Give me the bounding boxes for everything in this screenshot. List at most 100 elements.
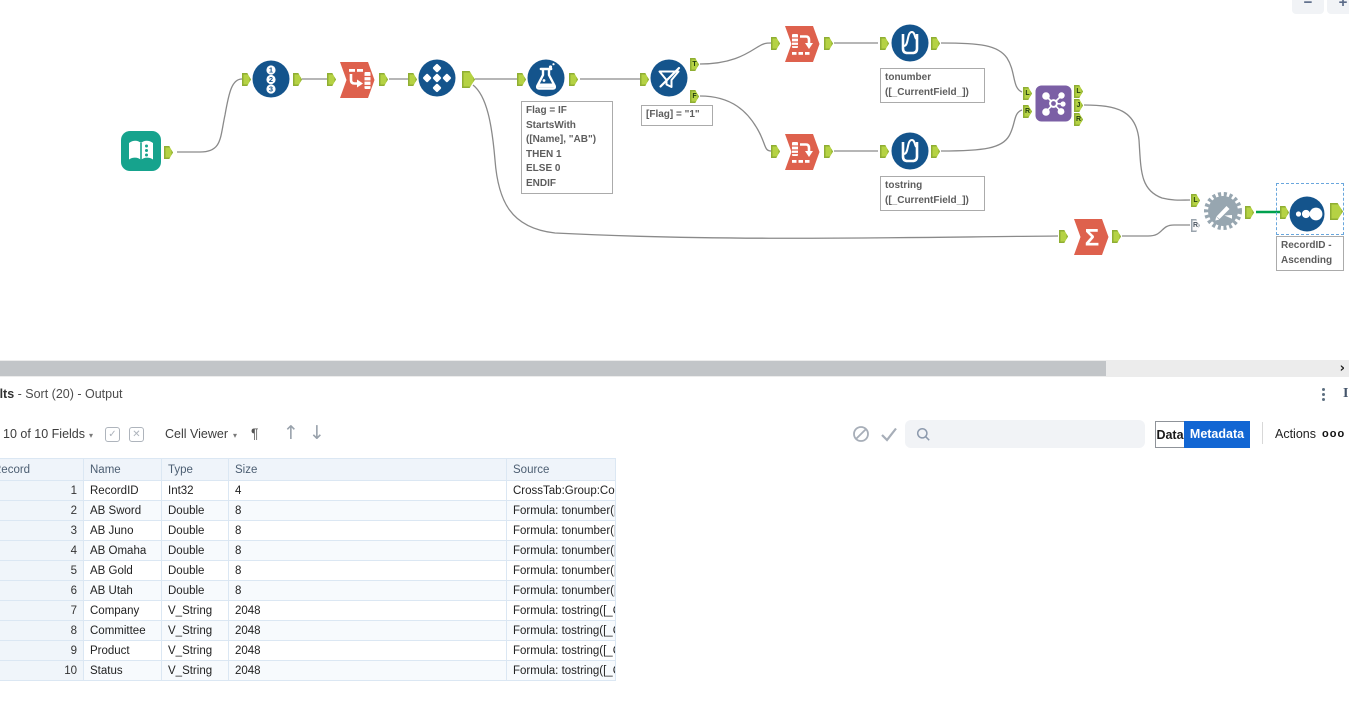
- column-header[interactable]: Name: [83, 458, 162, 481]
- connection-input-recordid[interactable]: [177, 78, 243, 153]
- table-row[interactable]: 9 Product V_String 2048 Formula: tostrin…: [0, 640, 616, 661]
- tool-sort[interactable]: [1289, 196, 1325, 232]
- pilcrow-toggle-icon[interactable]: ¶: [251, 425, 259, 441]
- tool-filter[interactable]: [650, 59, 688, 97]
- kebab-menu-icon[interactable]: [1322, 388, 1326, 402]
- record-id-input-anchor[interactable]: [242, 73, 251, 86]
- tool-multi-field-formula-top[interactable]: [891, 24, 929, 62]
- mff-bottom-annotation[interactable]: tostring ([_CurrentField_]): [880, 176, 985, 211]
- move-down-icon[interactable]: ↓: [309, 422, 325, 444]
- sort-annotation[interactable]: RecordID - Ascending: [1276, 236, 1344, 271]
- join-left-input-anchor[interactable]: L: [1023, 87, 1032, 100]
- table-row[interactable]: 10 Status V_String 2048 Formula: tostrin…: [0, 660, 616, 681]
- apply-check-icon[interactable]: [879, 425, 899, 443]
- clipped-panel-icon[interactable]: I: [1343, 386, 1349, 401]
- table-row[interactable]: 5 AB Gold Double 8 Formula: tonumber([_C…: [0, 560, 616, 581]
- connection-mff2-join-r[interactable]: [940, 109, 1023, 152]
- workflow-canvas[interactable]: − + 1 2 3: [0, 0, 1349, 360]
- canvas-horizontal-scrollbar[interactable]: ›: [0, 360, 1349, 377]
- cell-viewer-dropdown[interactable]: Cell Viewer: [165, 427, 228, 441]
- tab-data[interactable]: Data: [1155, 421, 1185, 448]
- tool-select[interactable]: [418, 59, 456, 97]
- record-id-output-anchor[interactable]: [293, 73, 302, 86]
- formula-input-anchor[interactable]: [517, 73, 526, 86]
- tool-cross-tab-top[interactable]: [782, 24, 822, 64]
- connection-mff1-join-l[interactable]: [940, 42, 1023, 93]
- more-options-icon[interactable]: ooo: [1322, 428, 1346, 440]
- filter-false-output-anchor[interactable]: F: [690, 90, 699, 103]
- connection-join-j-append-l[interactable]: [1083, 104, 1191, 201]
- no-highlight-icon[interactable]: [852, 425, 870, 443]
- table-row[interactable]: 2 AB Sword Double 8 Formula: tonumber([_…: [0, 500, 616, 521]
- tool-multi-field-formula-bottom[interactable]: [891, 132, 929, 170]
- connection-filter-f-crosstab2[interactable]: [699, 95, 772, 152]
- mff-bottom-input-anchor[interactable]: [880, 145, 889, 158]
- recordid-number-1: 1: [269, 66, 273, 75]
- formula-output-anchor[interactable]: [569, 73, 578, 86]
- fields-summary-dropdown[interactable]: 10 of 10 Fields: [3, 427, 85, 441]
- tool-formula[interactable]: [527, 59, 565, 97]
- tool-input-data[interactable]: [120, 130, 162, 172]
- mff-bottom-output-anchor[interactable]: [931, 145, 940, 158]
- select-output-anchor[interactable]: [462, 71, 475, 88]
- chevron-down-icon[interactable]: ▾: [233, 431, 238, 440]
- tool-summarize[interactable]: Σ: [1071, 217, 1111, 257]
- cell-record: 8: [0, 620, 84, 641]
- input-data-output-anchor[interactable]: [164, 146, 173, 159]
- table-row[interactable]: 6 AB Utah Double 8 Formula: tonumber([_C…: [0, 580, 616, 601]
- chevron-down-icon[interactable]: ▾: [89, 431, 94, 440]
- deselect-fields-icon[interactable]: ✕: [129, 427, 144, 442]
- tool-record-id[interactable]: 1 2 3: [252, 60, 290, 98]
- join-left-output-anchor[interactable]: L: [1074, 85, 1083, 98]
- table-row[interactable]: 7 Company V_String 2048 Formula: tostrin…: [0, 600, 616, 621]
- sort-output-anchor[interactable]: [1330, 203, 1343, 220]
- select-all-fields-icon[interactable]: ✓: [105, 427, 120, 442]
- move-up-icon[interactable]: ↑: [283, 422, 299, 444]
- cross-tab-top-output-anchor[interactable]: [824, 37, 833, 50]
- scrollbar-thumb[interactable]: [0, 361, 1106, 376]
- canvas-zoom-out-button[interactable]: −: [1292, 0, 1324, 14]
- append-left-input-anchor[interactable]: L: [1191, 194, 1200, 207]
- select-input-anchor[interactable]: [408, 73, 417, 86]
- column-header[interactable]: Source: [506, 458, 616, 481]
- transpose-input-anchor[interactable]: [327, 73, 336, 86]
- mff-top-annotation[interactable]: tonumber ([_CurrentField_]): [880, 68, 985, 103]
- summarize-input-anchor[interactable]: [1059, 230, 1068, 243]
- scrollbar-right-arrow-icon[interactable]: ›: [1339, 361, 1345, 376]
- cross-tab-bottom-input-anchor[interactable]: [771, 145, 780, 158]
- summarize-output-anchor[interactable]: [1112, 230, 1121, 243]
- cross-tab-bottom-output-anchor[interactable]: [824, 145, 833, 158]
- table-row[interactable]: 3 AB Juno Double 8 Formula: tonumber([_C…: [0, 520, 616, 541]
- tool-append-fields[interactable]: [1203, 191, 1243, 231]
- actions-menu[interactable]: Actions: [1275, 427, 1316, 441]
- filter-true-output-anchor[interactable]: T: [690, 58, 699, 71]
- sort-input-anchor[interactable]: [1280, 206, 1289, 219]
- join-right-output-anchor[interactable]: R: [1074, 113, 1083, 126]
- mff-top-input-anchor[interactable]: [880, 37, 889, 50]
- table-row[interactable]: 8 Committee V_String 2048 Formula: tostr…: [0, 620, 616, 641]
- column-header[interactable]: Record: [0, 458, 84, 481]
- connection-summarize-append-r[interactable]: [1122, 224, 1190, 237]
- transpose-output-anchor[interactable]: [379, 73, 388, 86]
- search-input[interactable]: [937, 424, 1139, 446]
- column-header[interactable]: Type: [161, 458, 229, 481]
- column-header[interactable]: Size: [228, 458, 507, 481]
- tab-metadata[interactable]: Metadata: [1184, 421, 1250, 448]
- canvas-zoom-in-button[interactable]: +: [1327, 0, 1349, 14]
- tool-transpose[interactable]: [337, 60, 377, 100]
- cross-tab-top-input-anchor[interactable]: [771, 37, 780, 50]
- filter-input-anchor[interactable]: [640, 73, 649, 86]
- append-output-anchor[interactable]: [1245, 206, 1254, 219]
- connection-select-summarize[interactable]: [472, 84, 1059, 239]
- mff-top-output-anchor[interactable]: [931, 37, 940, 50]
- join-join-output-anchor[interactable]: J: [1074, 99, 1083, 112]
- append-right-input-anchor[interactable]: R: [1191, 219, 1200, 232]
- tool-cross-tab-bottom[interactable]: [782, 132, 822, 172]
- table-row[interactable]: 4 AB Omaha Double 8 Formula: tonumber([_…: [0, 540, 616, 561]
- connection-filter-t-crosstab1[interactable]: [699, 42, 772, 65]
- table-row[interactable]: 1 RecordID Int32 4 CrossTab:Group:Concat…: [0, 480, 616, 501]
- tool-join[interactable]: [1035, 85, 1072, 122]
- formula-annotation[interactable]: Flag = IF StartsWith ([Name], "AB") THEN…: [521, 101, 613, 194]
- join-right-input-anchor[interactable]: R: [1023, 105, 1032, 118]
- filter-annotation[interactable]: [Flag] = "1": [641, 105, 713, 126]
